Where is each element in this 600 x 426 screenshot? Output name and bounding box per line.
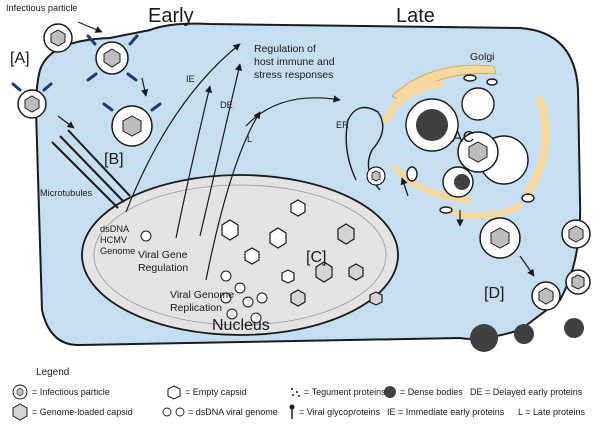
golgi-apparatus xyxy=(382,64,550,219)
label-genome-2: HCMV xyxy=(100,235,128,245)
legend-label-immediate-early: IE = Immediate early proteins xyxy=(387,407,505,417)
legend-title: Legend xyxy=(36,367,69,378)
label-de: DE xyxy=(220,100,233,110)
heading-late: Late xyxy=(396,5,435,27)
dsdna-viral-genome-icon xyxy=(162,407,185,417)
top-label-infectious-particle: Infectious particle xyxy=(6,3,78,13)
dense-bodies-icon xyxy=(384,386,396,398)
dense-body xyxy=(564,318,584,338)
nucleus xyxy=(81,174,399,336)
dense-body xyxy=(514,324,534,344)
marker-c: [C] xyxy=(306,249,326,266)
label-l: L xyxy=(247,134,252,144)
label-replication-2: Replication xyxy=(170,302,222,314)
label-golgi: Golgi xyxy=(470,51,495,63)
marker-b: [B] xyxy=(104,151,124,168)
label-gene-regulation-2: Regulation xyxy=(138,262,188,274)
legend-label-empty-capsid: = Empty capsid xyxy=(185,387,247,397)
label-gene-regulation-1: Viral Gene xyxy=(138,249,188,261)
label-genome-3: Genome xyxy=(100,246,135,256)
legend-label-viral-glycoproteins: = Viral glycoproteins xyxy=(299,407,381,417)
label-regulation-1: Regulation of xyxy=(254,43,316,55)
infectious-particle xyxy=(561,219,591,249)
dense-body xyxy=(454,174,470,190)
label-replication-1: Viral Genome xyxy=(170,289,234,301)
genome-loaded-capsid-icon xyxy=(12,403,28,421)
infectious-particle xyxy=(457,131,499,173)
label-regulation-2: host immune and xyxy=(254,56,335,68)
heading-early: Early xyxy=(148,5,194,27)
genome-loaded-capsids xyxy=(290,223,383,307)
endoplasmic-reticulum xyxy=(345,106,384,191)
nucleus-inner xyxy=(93,184,387,326)
legend-label-genome-loaded-capsid: = Genome-loaded capsid xyxy=(32,407,133,417)
infectious-particle xyxy=(111,105,153,147)
label-microtubules: Microtubules xyxy=(40,188,92,198)
label-regulation-3: stress responses xyxy=(254,69,333,81)
legend-label-infectious-particle: = Infectious particle xyxy=(32,387,110,397)
legend: Legend = Infectious particle = Empty cap… xyxy=(12,367,585,421)
marker-a: [A] xyxy=(10,50,30,67)
infectious-particle xyxy=(531,281,561,311)
infectious-particle-icon xyxy=(12,384,28,400)
infectious-particle xyxy=(565,269,591,295)
legend-label-tegument-proteins: = Tegument proteins xyxy=(304,387,386,397)
glycoprotein-spikes xyxy=(11,34,162,112)
legend-label-dense-bodies: = Dense bodies xyxy=(400,387,463,397)
empty-capsid-icon xyxy=(167,385,181,400)
legend-label-late: L = Late proteins xyxy=(518,407,585,417)
assembly-compartment xyxy=(405,74,535,214)
microtubules xyxy=(51,129,131,209)
viral-glycoproteins-icon xyxy=(289,404,295,419)
empty-capsids xyxy=(221,199,306,284)
marker-d: [D] xyxy=(484,285,504,302)
label-ie: IE xyxy=(186,74,195,84)
pathway-arrows xyxy=(57,21,535,281)
infectious-particle xyxy=(479,217,521,259)
infectious-particle xyxy=(17,89,47,119)
infectious-particle xyxy=(366,166,386,186)
legend-label-delayed-early: DE = Delayed early proteins xyxy=(470,387,583,397)
dense-body xyxy=(470,324,498,352)
label-ac: AC xyxy=(452,129,474,146)
legend-label-dsdna-viral-genome: = dsDNA viral genome xyxy=(188,407,278,417)
label-nucleus: Nucleus xyxy=(212,317,270,334)
infectious-particle xyxy=(43,23,73,53)
infectious-particle xyxy=(95,41,129,75)
label-er: ER xyxy=(336,120,349,130)
tegument-proteins-icon xyxy=(291,388,300,397)
label-genome-1: dsDNA xyxy=(100,224,130,234)
dense-body xyxy=(416,109,448,141)
dsdna-viral-genomes xyxy=(140,230,268,324)
